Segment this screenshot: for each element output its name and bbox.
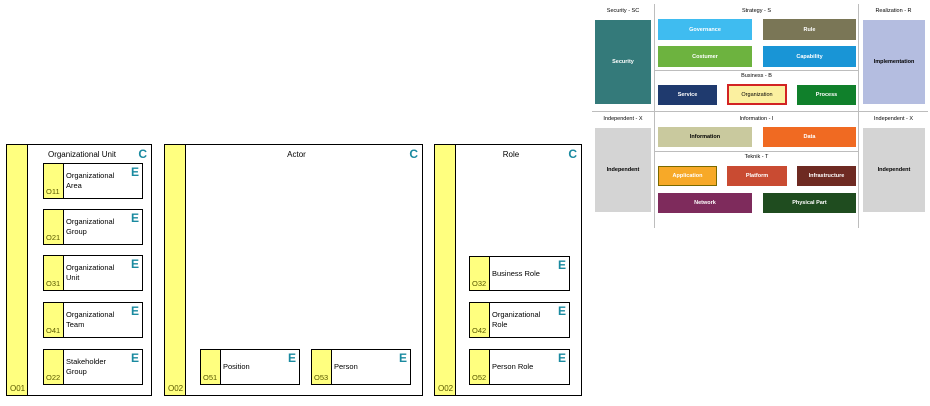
tile-network: Network [658,193,752,213]
element-label: Organizational Group [66,217,115,236]
container-code: O01 [10,384,26,393]
container-role: O02 Role C O32 Business Role E O42 Organ… [434,144,582,396]
tile-physical-part: Physical Part [763,193,856,213]
element-marker-icon: E [130,257,139,271]
container-organizational-unit: O01 Organizational Unit C O11 Organizati… [6,144,152,396]
element-code: O21 [46,233,61,242]
tile-service: Service [658,85,717,105]
element-box: O11 Organizational Area E [43,163,143,199]
tile-rule: Rule [763,19,856,40]
container-title: Actor [287,150,306,159]
header-independent-right: Independent - X [873,116,914,122]
divider [858,4,859,228]
header-teknik: Teknik - T [744,154,769,160]
element-marker-icon: E [130,351,139,365]
header-strategy: Strategy - S [741,8,772,14]
element-code: O41 [46,326,61,335]
element-label: Organizational Unit [66,263,115,282]
element-label: Person [334,362,358,372]
element-box: O22 Stakeholder Group E [43,349,143,385]
element-box: O21 Organizational Group E [43,209,143,245]
tile-application: Application [658,166,717,186]
container-strip [7,145,28,395]
element-code: O31 [46,279,61,288]
divider [654,4,655,228]
container-title: Role [502,150,520,159]
tile-organization: Organization [727,84,787,105]
element-label: Organizational Area [66,171,115,190]
element-label: Person Role [492,362,534,372]
class-marker-icon: C [138,147,147,161]
element-code: O11 [46,187,60,196]
element-box: O31 Organizational Unit E [43,255,143,291]
tile-capability: Capability [763,46,856,67]
tile-costumer: Costumer [658,46,752,67]
tile-infrastructure: Infrastructure [797,166,856,186]
tile-independent-left: Independent [595,128,651,212]
header-security: Security - SC [606,8,640,14]
element-marker-icon: E [557,351,566,365]
container-actor: O02 Actor C O51 Position E O53 Person E [164,144,423,396]
tile-data: Data [763,127,856,147]
tile-independent-right: Independent [863,128,925,212]
element-label: Business Role [492,268,540,278]
tile-security: Security [595,20,651,104]
divider [655,70,858,71]
element-box: O51 Position E [200,349,300,385]
element-label: Position [223,362,250,372]
header-realization: Realization - R [875,8,912,14]
element-marker-icon: E [398,351,407,365]
element-marker-icon: E [557,304,566,318]
element-code: O53 [314,373,329,382]
element-box: O52 Person Role E [469,349,570,385]
tile-implementation: Implementation [863,20,925,104]
container-code: O02 [168,384,184,393]
header-information: Information - I [739,116,774,122]
element-marker-icon: E [130,304,139,318]
element-label: Stakeholder Group [66,357,107,376]
element-box: O41 Organizational Team E [43,302,143,338]
element-code: O32 [472,279,487,288]
element-code: O22 [46,373,61,382]
tile-platform: Platform [727,166,787,186]
element-label: Organizational Team [66,310,115,329]
element-code: O42 [472,326,487,335]
element-label: Organizational Role [492,310,541,329]
class-marker-icon: C [568,147,577,161]
element-code: O51 [203,373,218,382]
element-marker-icon: E [130,211,139,225]
element-box: O53 Person E [311,349,411,385]
container-code: O02 [438,384,454,393]
container-strip [165,145,186,395]
element-box: O32 Business Role E [469,256,570,291]
tile-process: Process [797,85,856,105]
tile-governance: Governance [658,19,752,40]
divider [592,111,928,112]
element-marker-icon: E [557,258,566,272]
container-title: Organizational Unit [47,150,117,159]
element-code: O52 [472,373,487,382]
framework-map: Security - SC Strategy - S Realization -… [592,0,928,232]
tile-information: Information [658,127,752,147]
element-marker-icon: E [130,165,139,179]
container-strip [435,145,456,395]
header-independent-left: Independent - X [603,116,643,122]
element-marker-icon: E [287,351,296,365]
header-business: Business - B [741,73,772,79]
class-marker-icon: C [409,147,418,161]
divider [655,151,858,152]
element-box: O42 Organizational Role E [469,302,570,338]
